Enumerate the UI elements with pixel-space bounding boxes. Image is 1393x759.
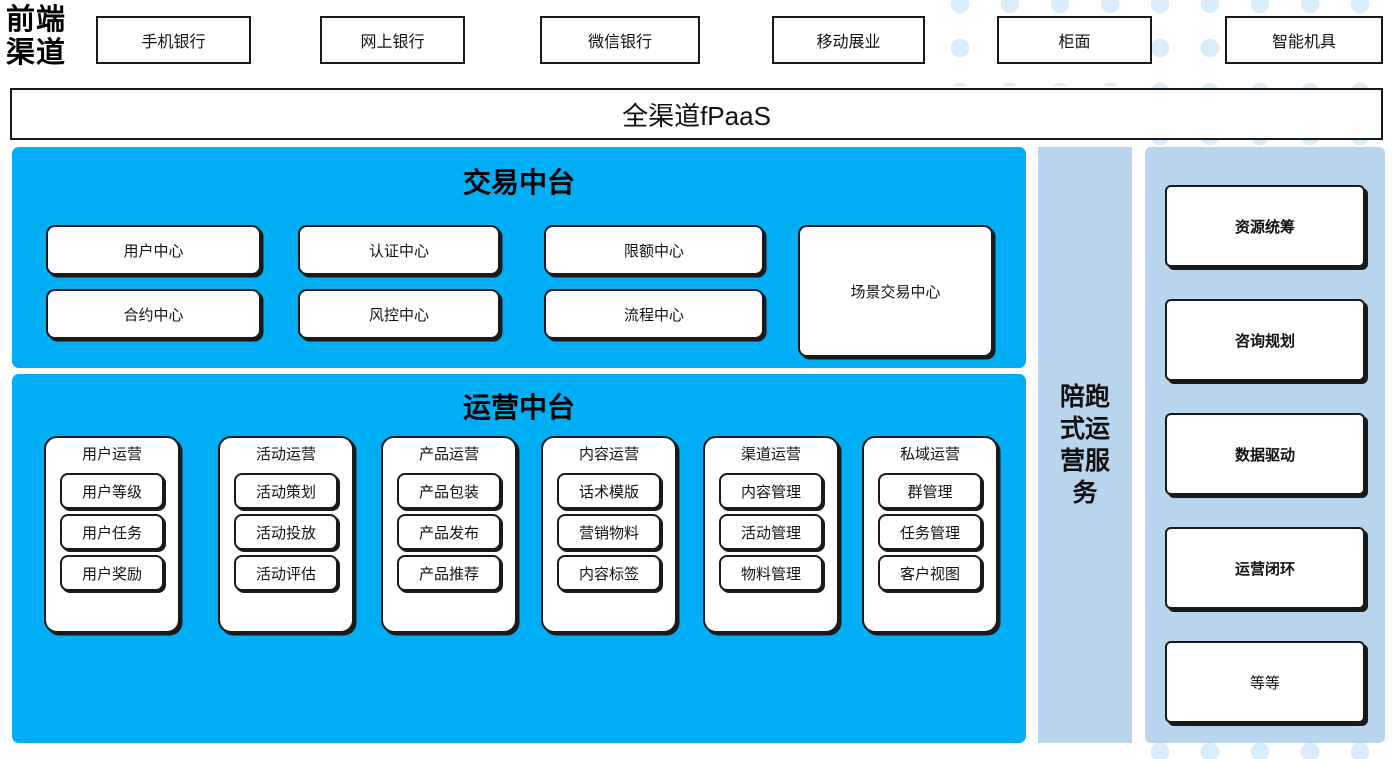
ops-platform-panel: 运营中台 用户运营用户等级用户任务用户奖励活动运营活动策划活动投放活动评估产品运…: [12, 374, 1026, 743]
ops-item[interactable]: 用户任务: [60, 514, 164, 550]
trade-cell-4[interactable]: 合约中心: [46, 289, 261, 339]
ops-platform-title: 运营中台: [462, 392, 575, 423]
service-card-label: 数据驱动: [1234, 446, 1295, 464]
ops-item[interactable]: 活动投放: [234, 514, 338, 550]
frontend-channel-label-line1: 前端: [6, 4, 67, 36]
ops-column-4: 内容运营话术模版营销物料内容标签: [541, 436, 677, 633]
fpaas-banner-label: 全渠道fPaaS: [622, 100, 771, 131]
frontend-channel-label: 前端 渠道: [6, 4, 88, 70]
ops-column-title: 内容运营: [578, 446, 639, 463]
trade-cell-1[interactable]: 用户中心: [46, 225, 261, 275]
channel-box-label: 智能机具: [1271, 34, 1336, 51]
service-card-label: 咨询规划: [1234, 332, 1295, 350]
service-card-label: 资源统筹: [1234, 218, 1295, 236]
channel-box-6[interactable]: 智能机具: [1225, 16, 1383, 64]
trade-cell-3[interactable]: 限额中心: [544, 225, 764, 275]
trade-cell-label: 风控中心: [368, 306, 429, 324]
ops-item[interactable]: 群管理: [878, 473, 982, 509]
ops-item[interactable]: 客户视图: [878, 555, 982, 591]
fpaas-banner: 全渠道fPaaS: [10, 88, 1383, 140]
ops-column-6: 私域运营群管理任务管理客户视图: [862, 436, 998, 633]
ops-item[interactable]: 活动策划: [234, 473, 338, 509]
ops-column-2: 活动运营活动策划活动投放活动评估: [218, 436, 354, 633]
ops-column-title: 产品运营: [418, 446, 479, 463]
trade-cell-label: 限额中心: [623, 242, 684, 260]
trade-cell-2[interactable]: 认证中心: [298, 225, 500, 275]
trade-platform-panel: 交易中台 用户中心 认证中心 限额中心合约中心 风控中心 流程中心 场景交易中心: [12, 147, 1026, 368]
scene-trade-center-label: 场景交易中心: [850, 283, 941, 301]
trade-cell-label: 认证中心: [368, 242, 429, 260]
ops-item[interactable]: 营销物料: [557, 514, 661, 550]
service-card-2[interactable]: 咨询规划: [1165, 299, 1365, 381]
frontend-channel-label-line2: 渠道: [6, 37, 67, 69]
trade-platform-title: 交易中台: [462, 167, 575, 198]
ops-item[interactable]: 用户等级: [60, 473, 164, 509]
ops-column-5: 渠道运营内容管理活动管理物料管理: [703, 436, 839, 633]
ops-item[interactable]: 内容标签: [557, 555, 661, 591]
ops-item[interactable]: 活动管理: [719, 514, 823, 550]
accompany-service-column: 陪跑式运营服务: [1038, 147, 1132, 743]
trade-cell-5[interactable]: 风控中心: [298, 289, 500, 339]
ops-item[interactable]: 物料管理: [719, 555, 823, 591]
ops-item[interactable]: 用户奖励: [60, 555, 164, 591]
trade-cell-label: 用户中心: [123, 242, 184, 260]
channel-box-4[interactable]: 移动展业: [772, 16, 925, 64]
ops-item[interactable]: 产品推荐: [397, 555, 501, 591]
services-panel: 资源统筹咨询规划数据驱动运营闭环等等: [1145, 147, 1385, 743]
service-card-4[interactable]: 运营闭环: [1165, 527, 1365, 609]
ops-item[interactable]: 产品发布: [397, 514, 501, 550]
service-card-1[interactable]: 资源统筹: [1165, 185, 1365, 267]
channel-box-2[interactable]: 网上银行: [320, 16, 465, 64]
ops-column-3: 产品运营产品包装产品发布产品推荐: [381, 436, 517, 633]
service-card-label: 等等: [1249, 674, 1280, 692]
ops-column-1: 用户运营用户等级用户任务用户奖励: [44, 436, 180, 633]
trade-cell-6[interactable]: 流程中心: [544, 289, 764, 339]
ops-item[interactable]: 话术模版: [557, 473, 661, 509]
ops-column-title: 私域运营: [899, 446, 960, 463]
ops-column-title: 渠道运营: [740, 446, 801, 463]
trade-cell-label: 流程中心: [623, 306, 684, 324]
channel-box-label: 微信银行: [587, 34, 652, 51]
channel-box-label: 手机银行: [141, 34, 206, 51]
service-card-5[interactable]: 等等: [1165, 641, 1365, 723]
accompany-service-label: 陪跑式运营服务: [1059, 383, 1110, 507]
channel-box-label: 柜面: [1058, 34, 1091, 51]
trade-cell-label: 合约中心: [123, 306, 184, 324]
channel-box-5[interactable]: 柜面: [997, 16, 1152, 64]
scene-trade-center-card[interactable]: 场景交易中心: [798, 225, 993, 357]
ops-column-title: 活动运营: [255, 446, 316, 463]
ops-column-title: 用户运营: [81, 446, 142, 463]
ops-item[interactable]: 活动评估: [234, 555, 338, 591]
ops-item[interactable]: 产品包装: [397, 473, 501, 509]
service-card-label: 运营闭环: [1234, 560, 1295, 578]
channel-box-3[interactable]: 微信银行: [540, 16, 700, 64]
service-card-3[interactable]: 数据驱动: [1165, 413, 1365, 495]
ops-item[interactable]: 内容管理: [719, 473, 823, 509]
channel-box-1[interactable]: 手机银行: [96, 16, 251, 64]
channel-box-label: 移动展业: [816, 34, 881, 51]
ops-item[interactable]: 任务管理: [878, 514, 982, 550]
channel-box-label: 网上银行: [360, 34, 425, 51]
